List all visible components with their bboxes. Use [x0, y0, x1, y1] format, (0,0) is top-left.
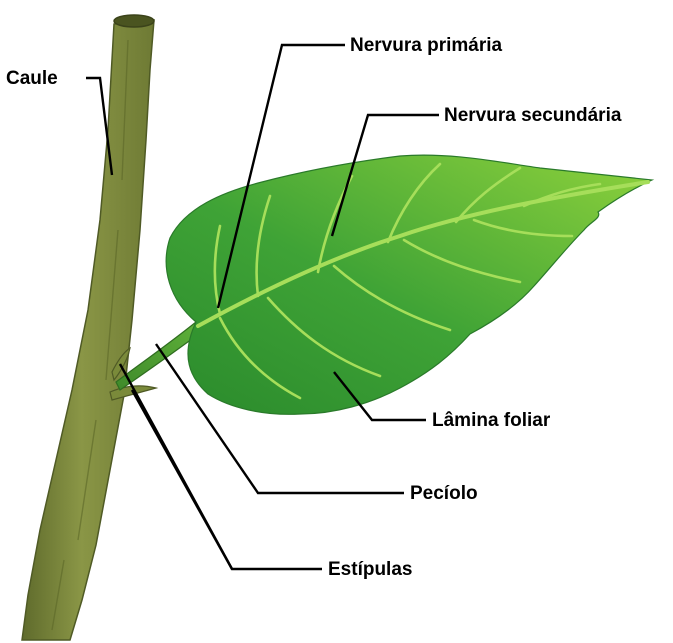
stem-body	[22, 20, 154, 640]
stem	[22, 15, 156, 640]
leaf-blade	[166, 155, 652, 414]
label-nervura-secundaria: Nervura secundária	[444, 105, 622, 126]
leader-estipulas-b	[132, 390, 232, 569]
stem-top-cut	[114, 15, 154, 27]
label-lamina-foliar: Lâmina foliar	[432, 410, 551, 431]
label-peciolo: Pecíolo	[410, 483, 478, 504]
label-nervura-primaria: Nervura primária	[350, 35, 503, 56]
label-caule: Caule	[6, 68, 58, 89]
label-estipulas: Estípulas	[328, 559, 412, 580]
